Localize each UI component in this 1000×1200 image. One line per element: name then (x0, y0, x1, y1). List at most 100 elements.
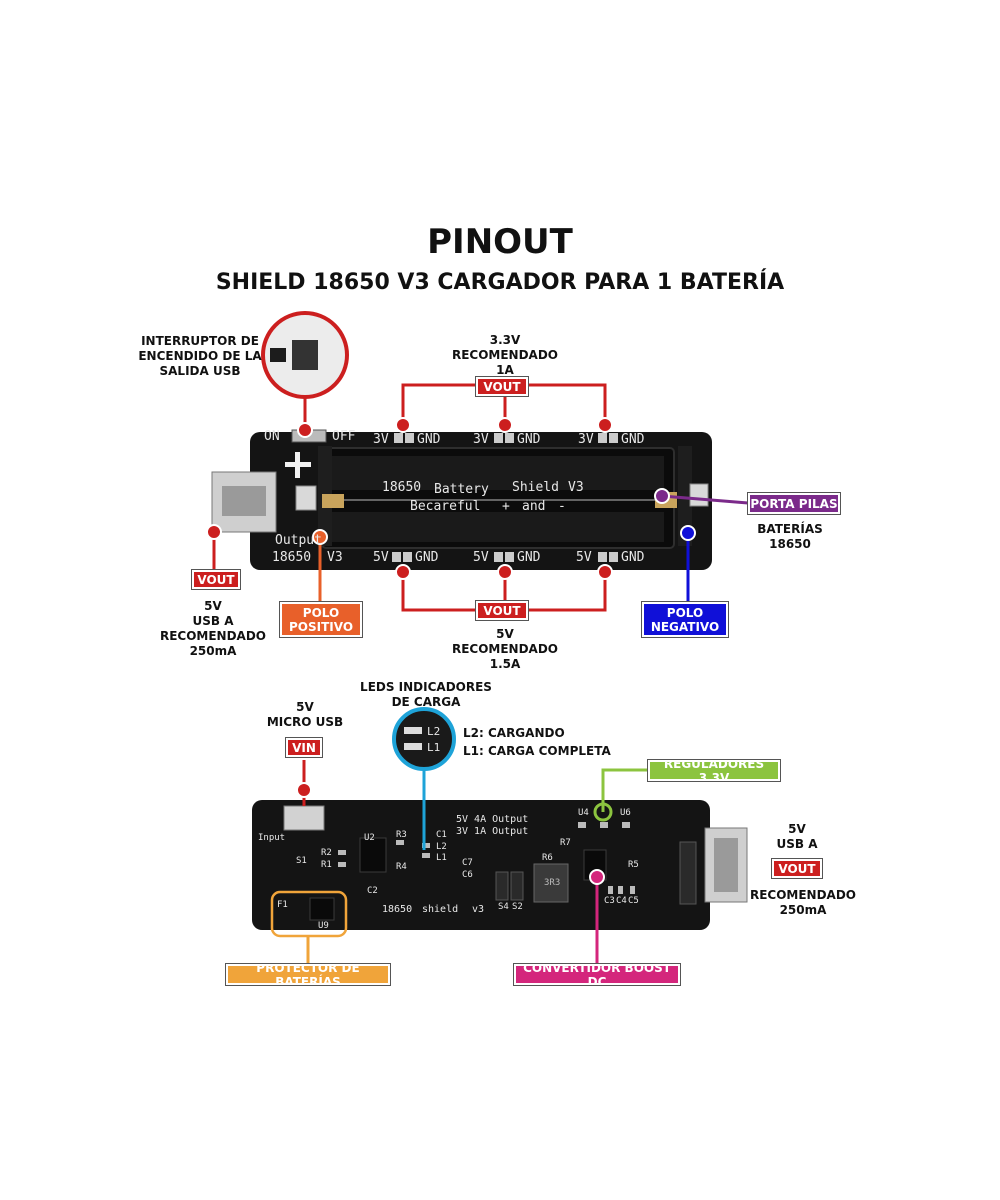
silk-bottom-model: 18650 (382, 904, 413, 915)
regulators-tag: REGULADORES 3.3V (647, 757, 781, 785)
boost-tag: CONVERTIDOR BOOST DC (513, 961, 681, 989)
silk-u4: U4 (578, 808, 589, 818)
dot-positive (312, 529, 328, 545)
silk-model: 18650 (272, 550, 312, 565)
silk-r5: R5 (628, 860, 639, 870)
silk-version: V3 (327, 550, 343, 565)
dot-switch (297, 422, 313, 438)
vout-3v3-tag: VOUT (475, 376, 529, 397)
dot-3v-a (395, 417, 411, 433)
v33-label: 3.3V RECOMENDADO 1A (451, 333, 559, 377)
pad-3v-c (598, 433, 607, 443)
silk-gnd-c: GND (621, 432, 645, 447)
silk-l2: L2 (436, 842, 447, 852)
silk-bottom-version: v3 (472, 904, 485, 915)
silk-gnd-f: GND (621, 550, 645, 565)
vin-tag: VIN (285, 737, 323, 758)
silk-r1: R1 (321, 860, 332, 870)
silk-s4: S4 (498, 902, 509, 912)
silk-out-3v: 3V 1A Output (456, 826, 529, 837)
pad-gnd-d (403, 552, 412, 562)
dot-vin (296, 782, 312, 798)
silk-and: and (522, 499, 546, 514)
dot-3v-c (597, 417, 613, 433)
switch-label: INTERRUPTOR DE ENCENDIDO DE LA SALIDA US… (138, 334, 262, 378)
silk-c1: C1 (436, 830, 447, 840)
pad-5v-b (494, 552, 503, 562)
pad-3v-b (494, 433, 503, 443)
negative-tag: POLO NEGATIVO (641, 601, 729, 638)
silk-l1: L1 (436, 853, 447, 863)
silk-bottom-shield: shield (422, 904, 459, 915)
plus-marker-v (295, 452, 300, 478)
silk-r2: R2 (321, 848, 332, 858)
silk-battery-word: Battery (434, 482, 489, 497)
dot-3v-b (497, 417, 513, 433)
micro-usb-label: 5V MICRO USB (266, 700, 344, 729)
silk-battery-18650: 18650 (382, 480, 422, 495)
silk-s2: S2 (512, 902, 523, 912)
silk-gnd-a: GND (417, 432, 441, 447)
led-l2-label: L2: CARGANDO (463, 726, 565, 740)
pad-gnd-c (609, 433, 618, 443)
silk-5v-c: 5V (576, 550, 592, 565)
silk-plus: + (502, 499, 510, 514)
pad-gnd-b (505, 433, 514, 443)
leds-label: LEDS INDICADORES DE CARGA (360, 680, 492, 709)
pad-gnd-e (505, 552, 514, 562)
silk-c4: C4 (616, 896, 627, 906)
silk-3v-a: 3V (373, 432, 389, 447)
silk-on: ON (264, 429, 280, 444)
vout-5v-tag: VOUT (475, 600, 529, 621)
holder-top-rail (332, 456, 664, 490)
dot-5v-c (597, 564, 613, 580)
silk-becareful: Becareful (410, 499, 481, 514)
silk-r3: R3 (396, 830, 407, 840)
bottom-usb-label: 5V USB A (776, 822, 818, 851)
top-dots (206, 417, 696, 580)
negative-contact (689, 483, 709, 507)
positive-tag: POLO POSITIVO (279, 601, 363, 638)
silk-inductor: 3R3 (544, 878, 561, 888)
bottom-usb-rec-label: RECOMENDADO 250mA (749, 888, 857, 917)
led-l1-label: L1: CARGA COMPLETA (463, 744, 611, 758)
pad-gnd-a (405, 433, 414, 443)
dot-boost (589, 869, 605, 885)
pad-5v-c (598, 552, 607, 562)
pad-5v-a (392, 552, 401, 562)
silk-c7: C7 (462, 858, 473, 868)
switch-zoom (261, 311, 349, 430)
silk-out-5v: 5V 4A Output (456, 814, 529, 825)
silk-5v-a: 5V (373, 550, 389, 565)
dot-5v-a (395, 564, 411, 580)
pad-3v-a (394, 433, 403, 443)
holder-line (661, 494, 749, 505)
dot-negative (680, 525, 696, 541)
pad-gnd-f (609, 552, 618, 562)
silk-f1: F1 (277, 900, 288, 910)
porta-pilas-tag: PORTA PILAS (747, 492, 841, 515)
silk-input: Input (258, 833, 286, 843)
inductor-3r3 (533, 863, 569, 903)
silk-u2: U2 (364, 833, 375, 843)
silk-c5: C5 (628, 896, 639, 906)
top-board (211, 429, 712, 570)
silk-c6: C6 (462, 870, 473, 880)
silk-s1: S1 (296, 856, 307, 866)
silk-3v-b: 3V (473, 432, 489, 447)
page-subtitle: SHIELD 18650 V3 CARGADOR PARA 1 BATERÍA (215, 270, 785, 295)
silk-r6: R6 (542, 853, 553, 863)
v5-label: 5V RECOMENDADO 1.5A (451, 627, 559, 671)
silk-3v-c: 3V (578, 432, 594, 447)
silk-5v-b: 5V (473, 550, 489, 565)
silk-gnd-b: GND (517, 432, 541, 447)
silk-minus: - (558, 499, 566, 514)
dot-5v-b (497, 564, 513, 580)
micro-usb-port (283, 805, 325, 831)
dot-regulators (593, 802, 613, 822)
silk-r4: R4 (396, 862, 407, 872)
silk-off: OFF (332, 429, 356, 444)
silk-gnd-d: GND (415, 550, 439, 565)
zoom-l2: L2 (427, 725, 441, 738)
